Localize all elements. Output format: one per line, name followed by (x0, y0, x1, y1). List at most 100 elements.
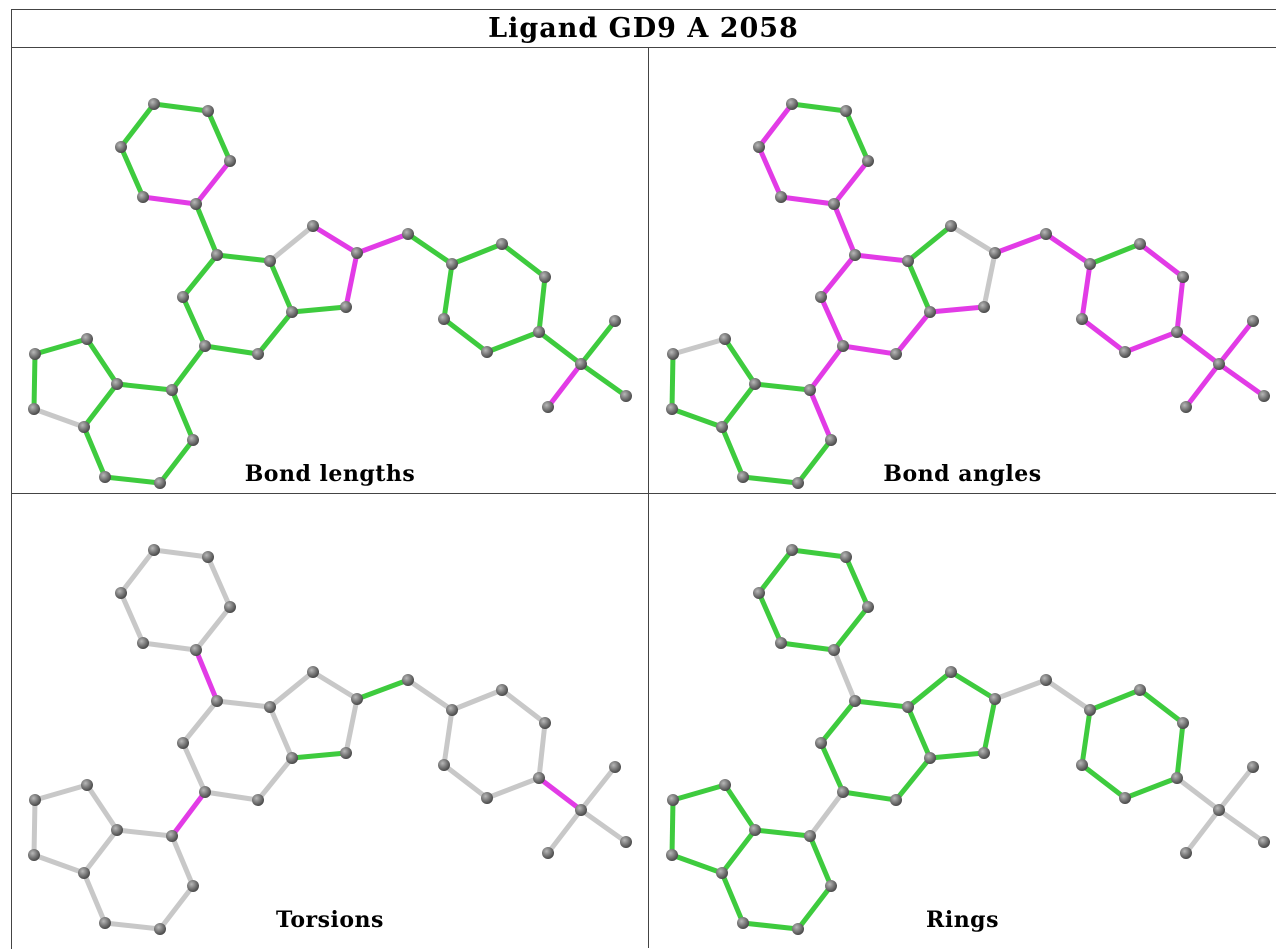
bond (180, 740, 208, 795)
atom (575, 358, 587, 370)
atom (792, 923, 804, 935)
atom (1171, 326, 1183, 338)
atom (978, 301, 990, 313)
atom (1180, 401, 1192, 413)
atom (1180, 847, 1192, 859)
bond (289, 750, 349, 761)
atom (111, 378, 123, 390)
atom (187, 880, 199, 892)
bond (905, 223, 954, 264)
atom (202, 551, 214, 563)
bond (831, 604, 871, 653)
atom (190, 198, 202, 210)
bond (756, 547, 795, 596)
atom (1134, 684, 1146, 696)
bond (1043, 677, 1093, 713)
bond (81, 870, 108, 926)
caption-bond-lengths: Bond lengths (244, 461, 416, 487)
atom (666, 849, 678, 861)
bond (1137, 241, 1186, 280)
bond (157, 437, 196, 486)
atom (81, 333, 93, 345)
atom (753, 587, 765, 599)
bond (807, 833, 834, 889)
bond (84, 336, 120, 387)
atom (496, 238, 508, 250)
bond (948, 669, 998, 702)
atom (804, 830, 816, 842)
atom (351, 247, 363, 259)
bond (722, 782, 758, 833)
atom (775, 637, 787, 649)
bond (578, 318, 618, 367)
bond (1216, 361, 1267, 399)
atom (609, 315, 621, 327)
bond (893, 755, 933, 803)
atom (620, 390, 632, 402)
atom (989, 247, 1001, 259)
atom (1084, 258, 1096, 270)
bond (1174, 274, 1186, 335)
bond (1043, 231, 1093, 267)
bond (795, 437, 834, 486)
bond (807, 387, 834, 443)
atom (351, 693, 363, 705)
bond (536, 720, 548, 781)
atom (620, 836, 632, 848)
bond (193, 647, 220, 704)
bond (536, 274, 548, 335)
atom (609, 761, 621, 773)
bond (310, 669, 360, 702)
atom (716, 867, 728, 879)
bond (289, 304, 349, 315)
atom (825, 434, 837, 446)
atom (307, 666, 319, 678)
atom (890, 348, 902, 360)
bond (927, 750, 987, 761)
atom (542, 847, 554, 859)
atom (828, 644, 840, 656)
bond (669, 406, 725, 430)
bond (255, 755, 295, 803)
bond (756, 590, 784, 646)
bond (1079, 762, 1128, 801)
bond (449, 241, 505, 267)
atom (286, 752, 298, 764)
atom (199, 786, 211, 798)
bond (756, 144, 784, 200)
atom (224, 155, 236, 167)
atom (1177, 271, 1189, 283)
atom (154, 923, 166, 935)
atom (849, 695, 861, 707)
atom (837, 786, 849, 798)
bond (818, 698, 858, 746)
bond (102, 474, 163, 486)
atom (1119, 792, 1131, 804)
bond (719, 870, 746, 926)
atom (199, 340, 211, 352)
atom (749, 824, 761, 836)
bond (1174, 329, 1222, 367)
bond (981, 696, 998, 756)
atom (815, 291, 827, 303)
bond (354, 231, 411, 256)
atom (137, 191, 149, 203)
bond (118, 144, 146, 200)
bond (32, 782, 90, 803)
bond (1087, 241, 1143, 267)
bond (484, 329, 542, 355)
panel-bond-lengths-diagram (28, 98, 632, 489)
bond (807, 789, 846, 839)
bond (31, 351, 38, 412)
bond (818, 740, 846, 795)
bond (81, 827, 120, 876)
bond (499, 687, 548, 726)
atom (446, 258, 458, 270)
bond (441, 762, 490, 801)
atom (187, 434, 199, 446)
bond (205, 108, 233, 164)
bond (807, 343, 846, 393)
panel-bond-angles-diagram (666, 98, 1270, 489)
atom (825, 880, 837, 892)
atom (29, 794, 41, 806)
